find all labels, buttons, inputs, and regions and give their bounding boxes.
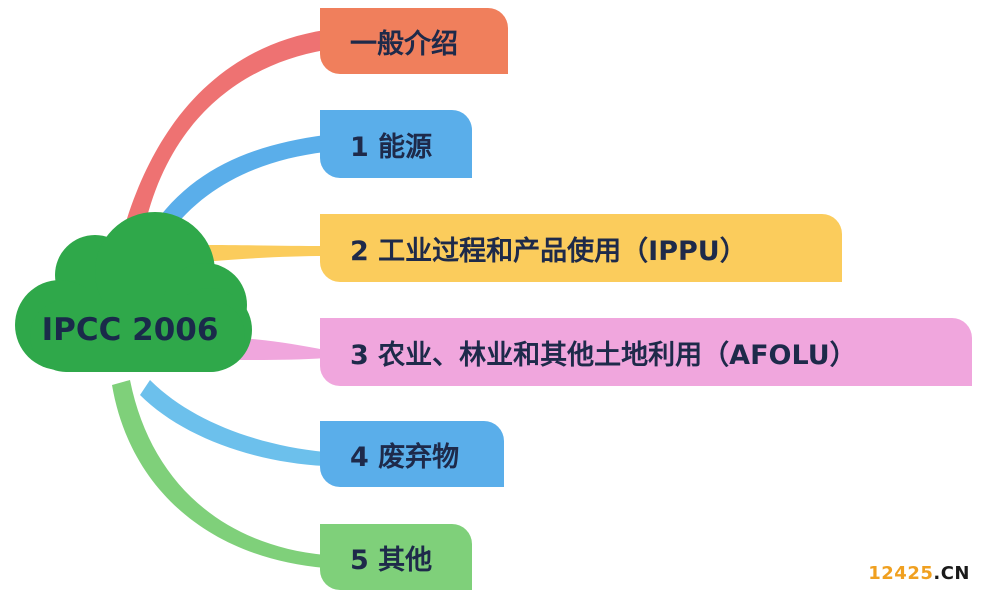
connector-4: [140, 380, 325, 466]
branch-node-label: 4 废弃物: [350, 441, 460, 473]
connector-1: [150, 135, 325, 235]
branch-node-label: 一般介绍: [350, 28, 458, 60]
connector-3: [240, 338, 325, 360]
branch-node-label: 1 能源: [350, 131, 433, 163]
watermark: 12425.CN: [868, 563, 970, 584]
connector-2: [200, 245, 325, 262]
branch-node-waste[interactable]: 4 废弃物: [320, 421, 504, 487]
watermark-digits: 12425: [868, 563, 934, 584]
connector-0: [125, 30, 325, 225]
branch-node-label: 5 其他: [350, 544, 433, 576]
branch-node-general-introduction[interactable]: 一般介绍: [320, 8, 508, 74]
branch-node-energy[interactable]: 1 能源: [320, 110, 472, 178]
center-node-label: IPCC 2006: [41, 312, 219, 348]
branch-node-label: 3 农业、林业和其他土地利用（AFOLU）: [350, 339, 857, 371]
branch-node-other[interactable]: 5 其他: [320, 524, 472, 590]
branch-node-label: 2 工业过程和产品使用（IPPU）: [350, 235, 747, 267]
watermark-suffix: .CN: [933, 563, 970, 584]
branch-node-ippu[interactable]: 2 工业过程和产品使用（IPPU）: [320, 214, 842, 282]
branch-node-afolu[interactable]: 3 农业、林业和其他土地利用（AFOLU）: [320, 318, 972, 386]
connector-5: [112, 380, 325, 568]
